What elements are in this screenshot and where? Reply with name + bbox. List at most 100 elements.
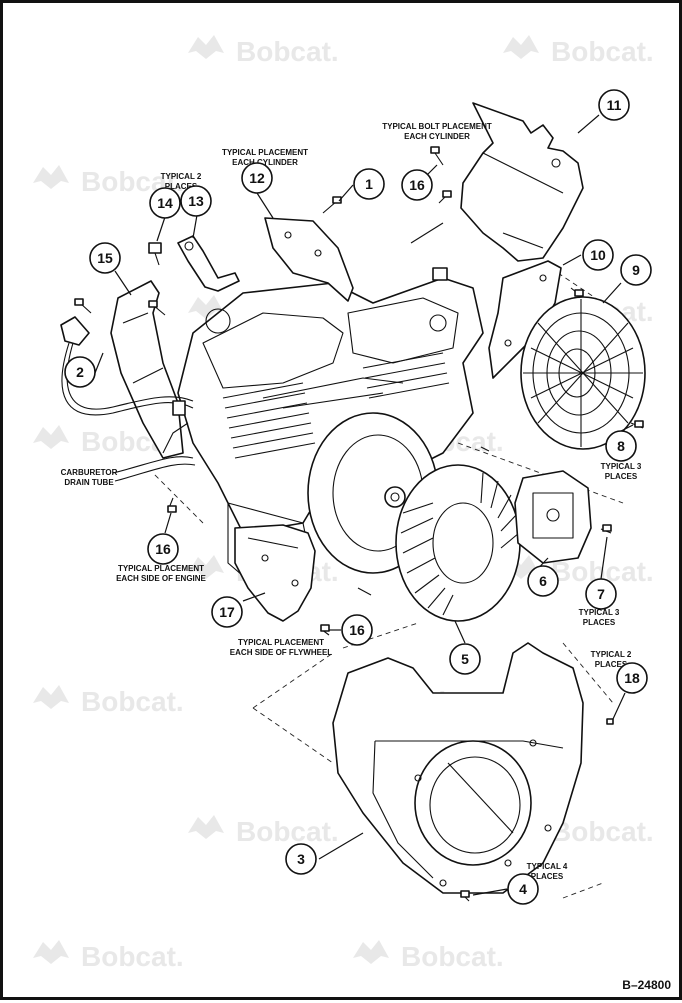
callout-18: 18: [616, 662, 648, 694]
bobcat-logo-icon: [33, 425, 69, 449]
watermark-text: Bobcat.: [81, 941, 184, 972]
note-typical3-fan-line1: TYPICAL 3: [579, 608, 620, 617]
callout-9: 9: [620, 254, 652, 286]
note-side-flywheel-line1: TYPICAL PLACEMENT: [238, 638, 324, 647]
watermark: Bobcat.: [33, 685, 184, 717]
bobcat-logo-icon: [33, 165, 69, 189]
watermark: Bobcat.: [188, 815, 339, 847]
annotation-notes: TYPICAL BOLT PLACEMENT EACH CYLINDER TYP…: [61, 122, 642, 881]
note-carb-drain-line2: DRAIN TUBE: [64, 478, 114, 487]
note-typical2-left-line2: PLACES: [165, 182, 198, 191]
callout-label: 17: [219, 604, 235, 620]
cylinder-shroud-part-11: [460, 102, 584, 262]
watermark-text: Bobcat.: [401, 941, 504, 972]
callout-11: 11: [598, 89, 630, 121]
callout-label: 2: [76, 364, 84, 380]
note-carb-drain-line1: CARBURETOR: [61, 468, 118, 477]
watermark: Bobcat.: [353, 940, 504, 972]
watermark: Bobcat.: [503, 555, 654, 587]
watermark: Bobcat.: [188, 35, 339, 67]
callout-4: 4: [507, 873, 539, 905]
fasteners: [74, 146, 644, 902]
note-side-engine-line2: EACH SIDE OF ENGINE: [116, 574, 206, 583]
note-typical3-screen-line2: PLACES: [605, 472, 638, 481]
watermark-text: Bobcat.: [236, 36, 339, 67]
note-placement-cylinder-line2: EACH CYLINDER: [232, 158, 298, 167]
engine-block: [177, 267, 484, 594]
callout-6: 6: [527, 565, 559, 597]
callout-label: 3: [297, 851, 305, 867]
exploded-engine-diagram: Bobcat. Bobcat. Bobcat. Bobcat. Bobcat. …: [33, 35, 671, 992]
callout-label: 16: [349, 622, 365, 638]
callout-label: 8: [617, 438, 625, 454]
callout-label: 4: [519, 881, 527, 897]
callout-label: 12: [249, 170, 265, 186]
bracket-part-13: [177, 235, 240, 292]
rotating-screen-part-9: [520, 296, 646, 450]
callout-label: 6: [539, 573, 547, 589]
callout-label: 16: [409, 177, 425, 193]
bobcat-logo-icon: [353, 940, 389, 964]
note-side-engine-line1: TYPICAL PLACEMENT: [118, 564, 204, 573]
watermark: Bobcat.: [33, 940, 184, 972]
note-typical3-screen-line1: TYPICAL 3: [601, 462, 642, 471]
bobcat-logo-icon: [188, 815, 224, 839]
callout-label: 1: [365, 176, 373, 192]
callout-label: 9: [632, 262, 640, 278]
callout-17: 17: [211, 596, 243, 628]
callout-14: 14: [149, 187, 181, 219]
callout-12: 12: [241, 162, 273, 194]
callout-8: 8: [605, 430, 637, 462]
callouts: 1 2 3 4 5 6 7 8 9 10 11 12 13 14 15 16 1…: [64, 89, 652, 905]
callout-1: 1: [353, 168, 385, 200]
note-typical2-right-line2: PLACES: [595, 660, 628, 669]
note-bolt-placement-line1: TYPICAL BOLT PLACEMENT: [382, 122, 492, 131]
callout-label: 11: [607, 97, 622, 113]
note-typical2-left-line1: TYPICAL 2: [161, 172, 202, 181]
figure-reference: B–24800: [622, 978, 671, 992]
bobcat-logo-icon: [503, 35, 539, 59]
callout-label: 18: [624, 670, 640, 686]
watermark-text: Bobcat.: [551, 36, 654, 67]
bobcat-logo-icon: [188, 35, 224, 59]
bobcat-logo-icon: [188, 295, 224, 319]
bobcat-logo-icon: [188, 555, 224, 579]
cylinder-baffle-part-12: [264, 217, 354, 302]
note-typical3-fan-line2: PLACES: [583, 618, 616, 627]
cooling-fan-part-5: [395, 464, 521, 622]
watermark: Bobcat.: [503, 35, 654, 67]
callout-13: 13: [180, 185, 212, 217]
callout-2: 2: [64, 356, 96, 388]
callout-label: 16: [155, 541, 171, 557]
callout-3: 3: [285, 843, 317, 875]
callout-label: 7: [597, 586, 605, 602]
note-typical4-line1: TYPICAL 4: [527, 862, 568, 871]
watermark-text: Bobcat.: [236, 816, 339, 847]
carburetor-drain-tube: [112, 422, 196, 482]
note-side-flywheel-line2: EACH SIDE OF FLYWHEEL: [230, 648, 332, 657]
callout-5: 5: [449, 643, 481, 675]
note-placement-cylinder-line1: TYPICAL PLACEMENT: [222, 148, 308, 157]
callout-label: 14: [157, 195, 173, 211]
callout-16-top: 16: [401, 169, 433, 201]
bolt-part-14: [148, 242, 162, 266]
callout-15: 15: [89, 242, 121, 274]
callout-16-left: 16: [147, 533, 179, 565]
watermark-text: Bobcat.: [551, 816, 654, 847]
callout-label: 10: [590, 247, 606, 263]
callout-label: 15: [97, 250, 113, 266]
callout-10: 10: [582, 239, 614, 271]
callout-16-bottom: 16: [341, 614, 373, 646]
note-bolt-placement-line2: EACH CYLINDER: [404, 132, 470, 141]
callout-label: 5: [461, 651, 469, 667]
note-typical4-line2: PLACES: [531, 872, 564, 881]
blower-housing-part-3: [332, 642, 584, 894]
bobcat-logo-icon: [33, 940, 69, 964]
note-typical2-right-line1: TYPICAL 2: [591, 650, 632, 659]
watermark-text: Bobcat.: [81, 686, 184, 717]
side-shield-part-15: [110, 280, 184, 459]
fan-hub-part-6: [514, 470, 592, 564]
bobcat-logo-icon: [33, 685, 69, 709]
lower-shield-part-17: [234, 524, 316, 622]
